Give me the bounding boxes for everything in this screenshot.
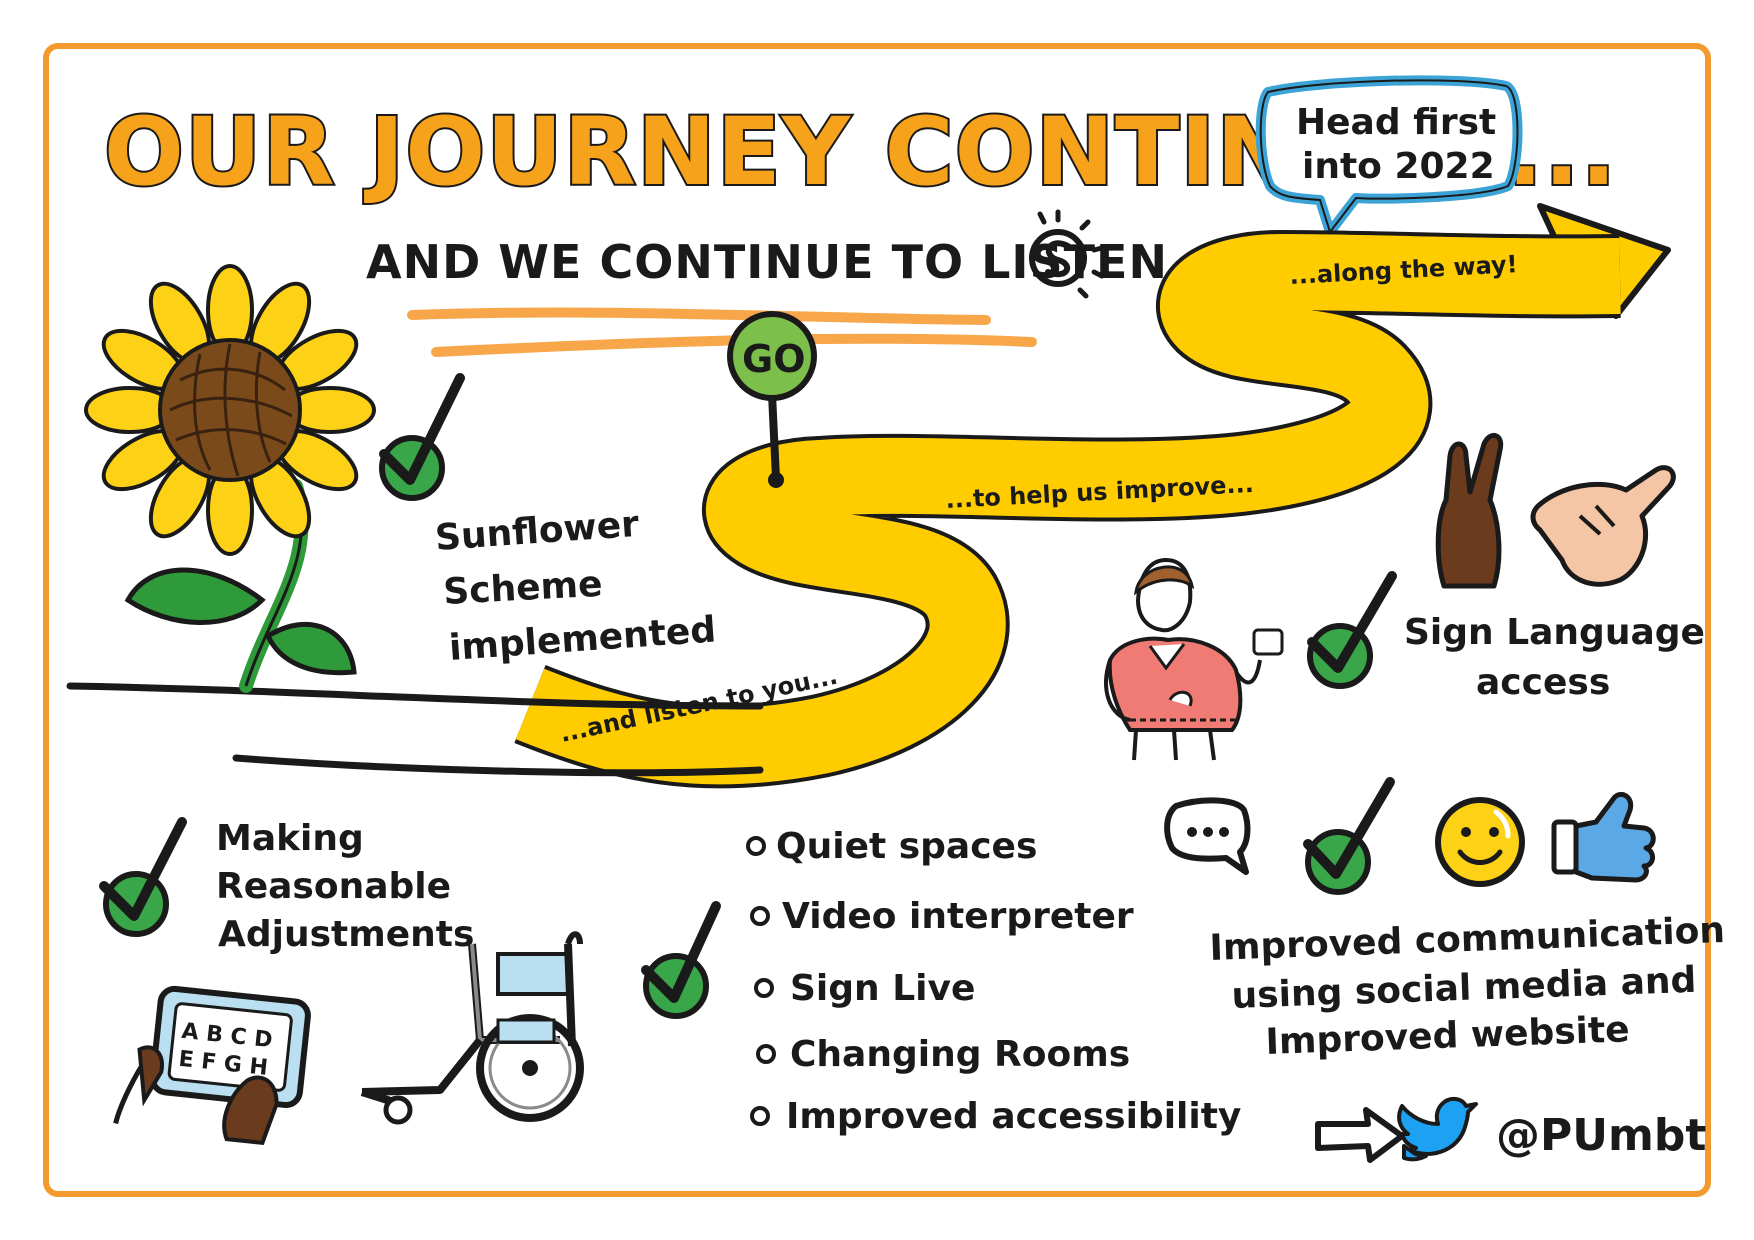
underline-stroke (407, 307, 991, 325)
list-item: Quiet spaces (746, 826, 1037, 867)
twitter-handle: @PUmbt (1496, 1110, 1706, 1161)
adjustments-line2: Reasonable (216, 866, 451, 907)
thumbs-up-icon (1551, 792, 1656, 883)
check-icon (1303, 777, 1395, 895)
arrow-right-icon (1315, 1107, 1405, 1163)
chat-bubble-icon (1164, 797, 1251, 875)
smiley-icon (1435, 797, 1525, 887)
bullet-label: Quiet spaces (776, 826, 1037, 867)
list-item: Changing Rooms (756, 1034, 1130, 1075)
check-icon (641, 901, 721, 1019)
speech-bubble-line1: Head first (1296, 102, 1496, 143)
sunflower-line1: Sunflower (434, 504, 641, 559)
sunflower-line2: Scheme (442, 564, 603, 613)
ground-line (66, 682, 764, 710)
hand-peace-icon (1435, 433, 1504, 589)
check-icon (1307, 571, 1397, 689)
ground-line (232, 754, 764, 777)
list-item: Sign Live (754, 968, 975, 1009)
bullet-label: Video interpreter (782, 896, 1134, 937)
check-icon (99, 817, 187, 937)
list-item: Improved accessibility (750, 1096, 1241, 1137)
sign-language-line1: Sign Language (1404, 612, 1705, 653)
adjustments-line1: Making (216, 818, 364, 859)
bullet-label: Improved accessibility (786, 1096, 1241, 1137)
sign-language-line2: access (1476, 662, 1610, 703)
go-sign-label: GO (742, 337, 806, 381)
tablet-icon: A B C D E F G H (113, 985, 311, 1146)
winding-road-fill (515, 234, 1621, 785)
speech-bubble: Head first into 2022 (1255, 75, 1523, 237)
speech-bubble-line2: into 2022 (1302, 146, 1495, 187)
frame-border (43, 43, 1711, 1197)
hand-sign-icon (1530, 465, 1676, 587)
go-sign-icon: GO (727, 311, 817, 488)
sunflower-icon (84, 264, 376, 693)
sunflower-line3: implemented (448, 609, 718, 669)
adjustments-line3: Adjustments (218, 914, 474, 955)
wheelchair-icon (360, 931, 584, 1125)
communication-line1: Improved communication (1209, 910, 1726, 969)
person-icon (1104, 557, 1284, 761)
bullet-list: Quiet spaces Video interpreter Sign Live… (746, 826, 1241, 1137)
bullet-label: Changing Rooms (790, 1034, 1130, 1075)
check-icon (379, 373, 465, 501)
sun-logo-icon (1029, 209, 1105, 299)
twitter-bird-icon (1397, 1097, 1478, 1162)
bullet-label: Sign Live (790, 968, 975, 1009)
communication-line3: Improved website (1265, 1009, 1630, 1063)
list-item: Video interpreter (750, 896, 1134, 937)
